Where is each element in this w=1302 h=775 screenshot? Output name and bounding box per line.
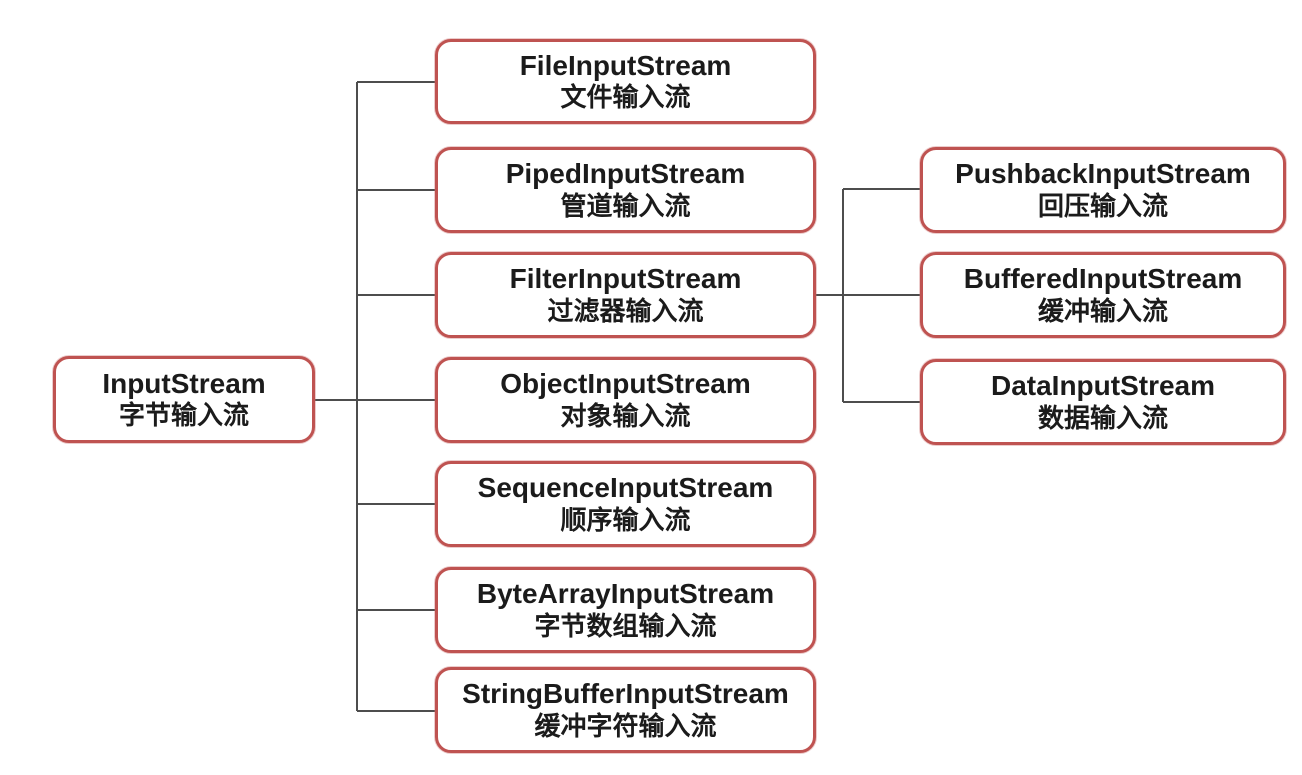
class-name-zh: 对象输入流 [560,400,691,431]
class-name: ObjectInputStream [500,368,751,400]
node-objectinputstream: ObjectInputStream 对象输入流 [435,357,816,443]
node-bytearrayinputstream: ByteArrayInputStream 字节数组输入流 [435,567,816,653]
class-name-zh: 字节数组输入流 [534,610,717,641]
class-name-zh: 缓冲字符输入流 [534,710,717,741]
class-name: BufferedInputStream [963,263,1243,295]
class-name: StringBufferInputStream [462,678,789,710]
class-name: InputStream [102,367,266,399]
class-name-zh: 管道输入流 [560,190,691,221]
node-filterinputstream: FilterInputStream 过滤器输入流 [435,252,816,338]
node-pushbackinputstream: PushbackInputStream 回压输入流 [920,147,1286,233]
class-name: PushbackInputStream [955,158,1251,190]
node-stringbufferinputstream: StringBufferInputStream 缓冲字符输入流 [435,667,816,753]
node-sequenceinputstream: SequenceInputStream 顺序输入流 [435,461,816,547]
class-name: PipedInputStream [505,158,746,190]
class-name-zh: 字节输入流 [118,400,249,430]
class-name: FilterInputStream [509,263,742,295]
class-name: DataInputStream [990,370,1216,402]
class-name-zh: 顺序输入流 [560,504,691,535]
node-pipedinputstream: PipedInputStream 管道输入流 [435,147,816,233]
class-name-zh: 缓冲输入流 [1037,295,1168,326]
class-name: ByteArrayInputStream [476,578,775,610]
class-name-zh: 回压输入流 [1037,190,1168,221]
node-inputstream: InputStream 字节输入流 [53,356,315,443]
class-name: FileInputStream [519,49,732,81]
node-datainputstream: DataInputStream 数据输入流 [920,359,1286,445]
class-name: SequenceInputStream [477,472,774,504]
class-name-zh: 数据输入流 [1037,402,1168,433]
node-bufferedinputstream: BufferedInputStream 缓冲输入流 [920,252,1286,338]
class-name-zh: 文件输入流 [560,82,691,112]
class-name-zh: 过滤器输入流 [547,295,704,326]
node-fileinputstream: FileInputStream 文件输入流 [435,39,816,124]
